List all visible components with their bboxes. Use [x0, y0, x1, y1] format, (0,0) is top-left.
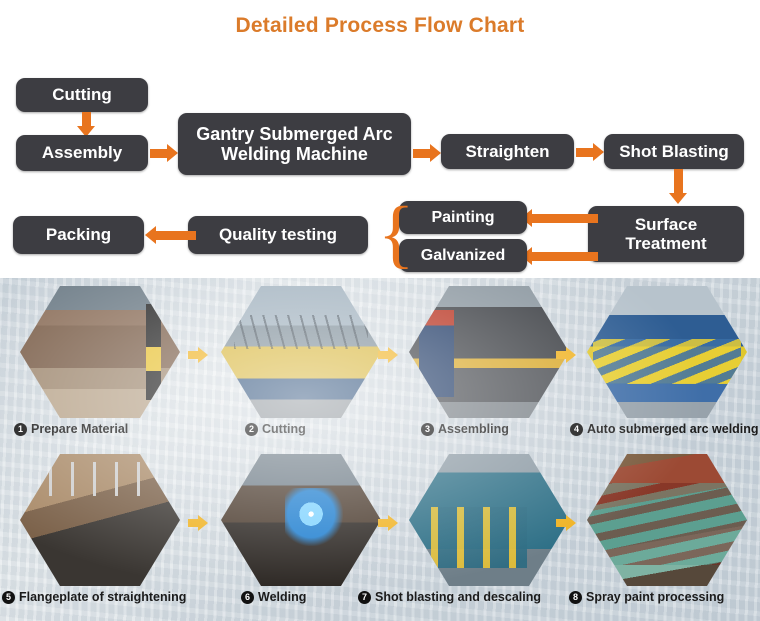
photo-hex-4: [587, 286, 747, 418]
arrow-straighten-to-shot-blasting: [576, 143, 604, 161]
photo-number-8: 8: [569, 590, 582, 604]
flow-node-galvanized[interactable]: Galvanized: [399, 239, 527, 272]
photo-number-4: 4: [570, 422, 583, 436]
process-photo-grid: 1 Prepare Material 2 Cutting: [0, 278, 760, 621]
arrow-surface-treatment-to-painting: [521, 209, 598, 227]
photo-caption-8: 8 Spray paint processing: [569, 590, 759, 604]
flow-node-gantry[interactable]: Gantry Submerged Arc Welding Machine: [178, 113, 411, 175]
flow-node-straighten[interactable]: Straighten: [441, 134, 574, 169]
photo-arrow-7-to-8: [556, 515, 576, 531]
photo-label-5: Flangeplate of straightening: [19, 590, 187, 604]
photo-number-5: 5: [2, 590, 15, 604]
flow-node-cutting[interactable]: Cutting: [16, 78, 148, 112]
photo-number-1: 1: [14, 422, 27, 436]
arrow-surface-treatment-to-galvanized: [521, 247, 598, 265]
photo-cell-8[interactable]: 8 Spray paint processing: [569, 454, 756, 604]
photo-label-8: Spray paint processing: [586, 590, 725, 604]
photo-caption-6: 6 Welding: [241, 590, 431, 604]
flow-node-gantry-label: Gantry Submerged Arc Welding Machine: [196, 123, 393, 164]
photo-cell-2[interactable]: 2 Cutting: [215, 286, 390, 436]
arrow-quality-testing-to-packing: [145, 226, 196, 244]
photo-arrow-6-to-7: [378, 515, 398, 531]
arrow-assembly-to-gantry: [150, 144, 178, 162]
photo-hex-1: [20, 286, 180, 418]
flow-node-painting-label: Painting: [431, 208, 495, 226]
photo-label-1: Prepare Material: [31, 422, 129, 436]
flow-node-packing-label: Packing: [45, 225, 112, 245]
flow-node-galvanized-label: Galvanized: [420, 246, 506, 264]
photo-hex-8: [587, 454, 747, 586]
photo-label-4: Auto submerged arc welding: [587, 422, 759, 436]
photo-number-2: 2: [245, 422, 258, 436]
flow-chart: Cutting Assembly Gantry Submerged Arc We…: [0, 0, 760, 275]
photo-number-6: 6: [241, 590, 254, 604]
photo-label-2: Cutting: [262, 422, 306, 436]
arrow-shot-blasting-to-surface-treatment: [669, 169, 687, 204]
photo-cell-1[interactable]: 1 Prepare Material: [14, 286, 189, 436]
photo-caption-5: 5 Flangeplate of straightening: [2, 590, 192, 604]
photo-cell-7[interactable]: 7 Shot blasting and descaling: [358, 454, 578, 604]
photo-arrow-2-to-3: [378, 347, 398, 363]
photo-cell-5[interactable]: 5 Flangeplate of straightening: [2, 454, 189, 604]
photo-number-7: 7: [358, 590, 371, 604]
flow-node-shot-blasting-label: Shot Blasting: [619, 141, 729, 161]
photo-number-3: 3: [421, 422, 434, 436]
flow-node-packing[interactable]: Packing: [13, 216, 144, 254]
photo-caption-4: 4 Auto submerged arc welding: [570, 422, 760, 436]
photo-caption-7: 7 Shot blasting and descaling: [358, 590, 548, 604]
flow-brace: {: [378, 192, 415, 276]
page-title: Detailed Process Flow Chart: [235, 14, 525, 37]
flow-node-assembly-label: Assembly: [41, 143, 123, 163]
photo-cell-3[interactable]: 3 Assembling: [403, 286, 578, 436]
flow-node-shot-blasting[interactable]: Shot Blasting: [604, 134, 744, 169]
photo-cell-4[interactable]: 4 Auto submerged arc welding: [570, 286, 759, 436]
flow-node-quality-testing-label: Quality testing: [218, 225, 338, 245]
photo-label-3: Assembling: [438, 422, 509, 436]
arrow-gantry-to-straighten: [413, 144, 441, 162]
photo-hex-7: [409, 454, 569, 586]
flow-node-surface-treatment[interactable]: Surface Treatment: [588, 206, 744, 262]
photo-caption-3: 3 Assembling: [421, 422, 611, 436]
photo-label-7: Shot blasting and descaling: [375, 590, 541, 604]
photo-hex-3: [409, 286, 569, 418]
photo-label-6: Welding: [258, 590, 307, 604]
flow-node-cutting-label: Cutting: [52, 85, 112, 105]
arrow-cutting-to-assembly: [77, 112, 95, 137]
photo-hex-2: [221, 286, 381, 418]
photo-arrow-1-to-2: [188, 347, 208, 363]
flow-node-painting[interactable]: Painting: [399, 201, 527, 234]
photo-hex-6: [221, 454, 381, 586]
photo-caption-1: 1 Prepare Material: [14, 422, 204, 436]
photo-arrow-3-to-4: [556, 347, 576, 363]
photo-caption-2: 2 Cutting: [245, 422, 435, 436]
flow-node-assembly[interactable]: Assembly: [16, 135, 148, 171]
flow-node-surface-treatment-label: Surface Treatment: [625, 214, 707, 253]
photo-row-bottom: 5 Flangeplate of straightening 6 Welding: [0, 454, 760, 614]
photo-arrow-5-to-6: [188, 515, 208, 531]
flow-node-straighten-label: Straighten: [465, 141, 550, 161]
photo-cell-6[interactable]: 6 Welding: [215, 454, 390, 604]
photo-row-top: 1 Prepare Material 2 Cutting: [0, 286, 760, 446]
flow-node-quality-testing[interactable]: Quality testing: [188, 216, 368, 254]
photo-hex-5: [20, 454, 180, 586]
